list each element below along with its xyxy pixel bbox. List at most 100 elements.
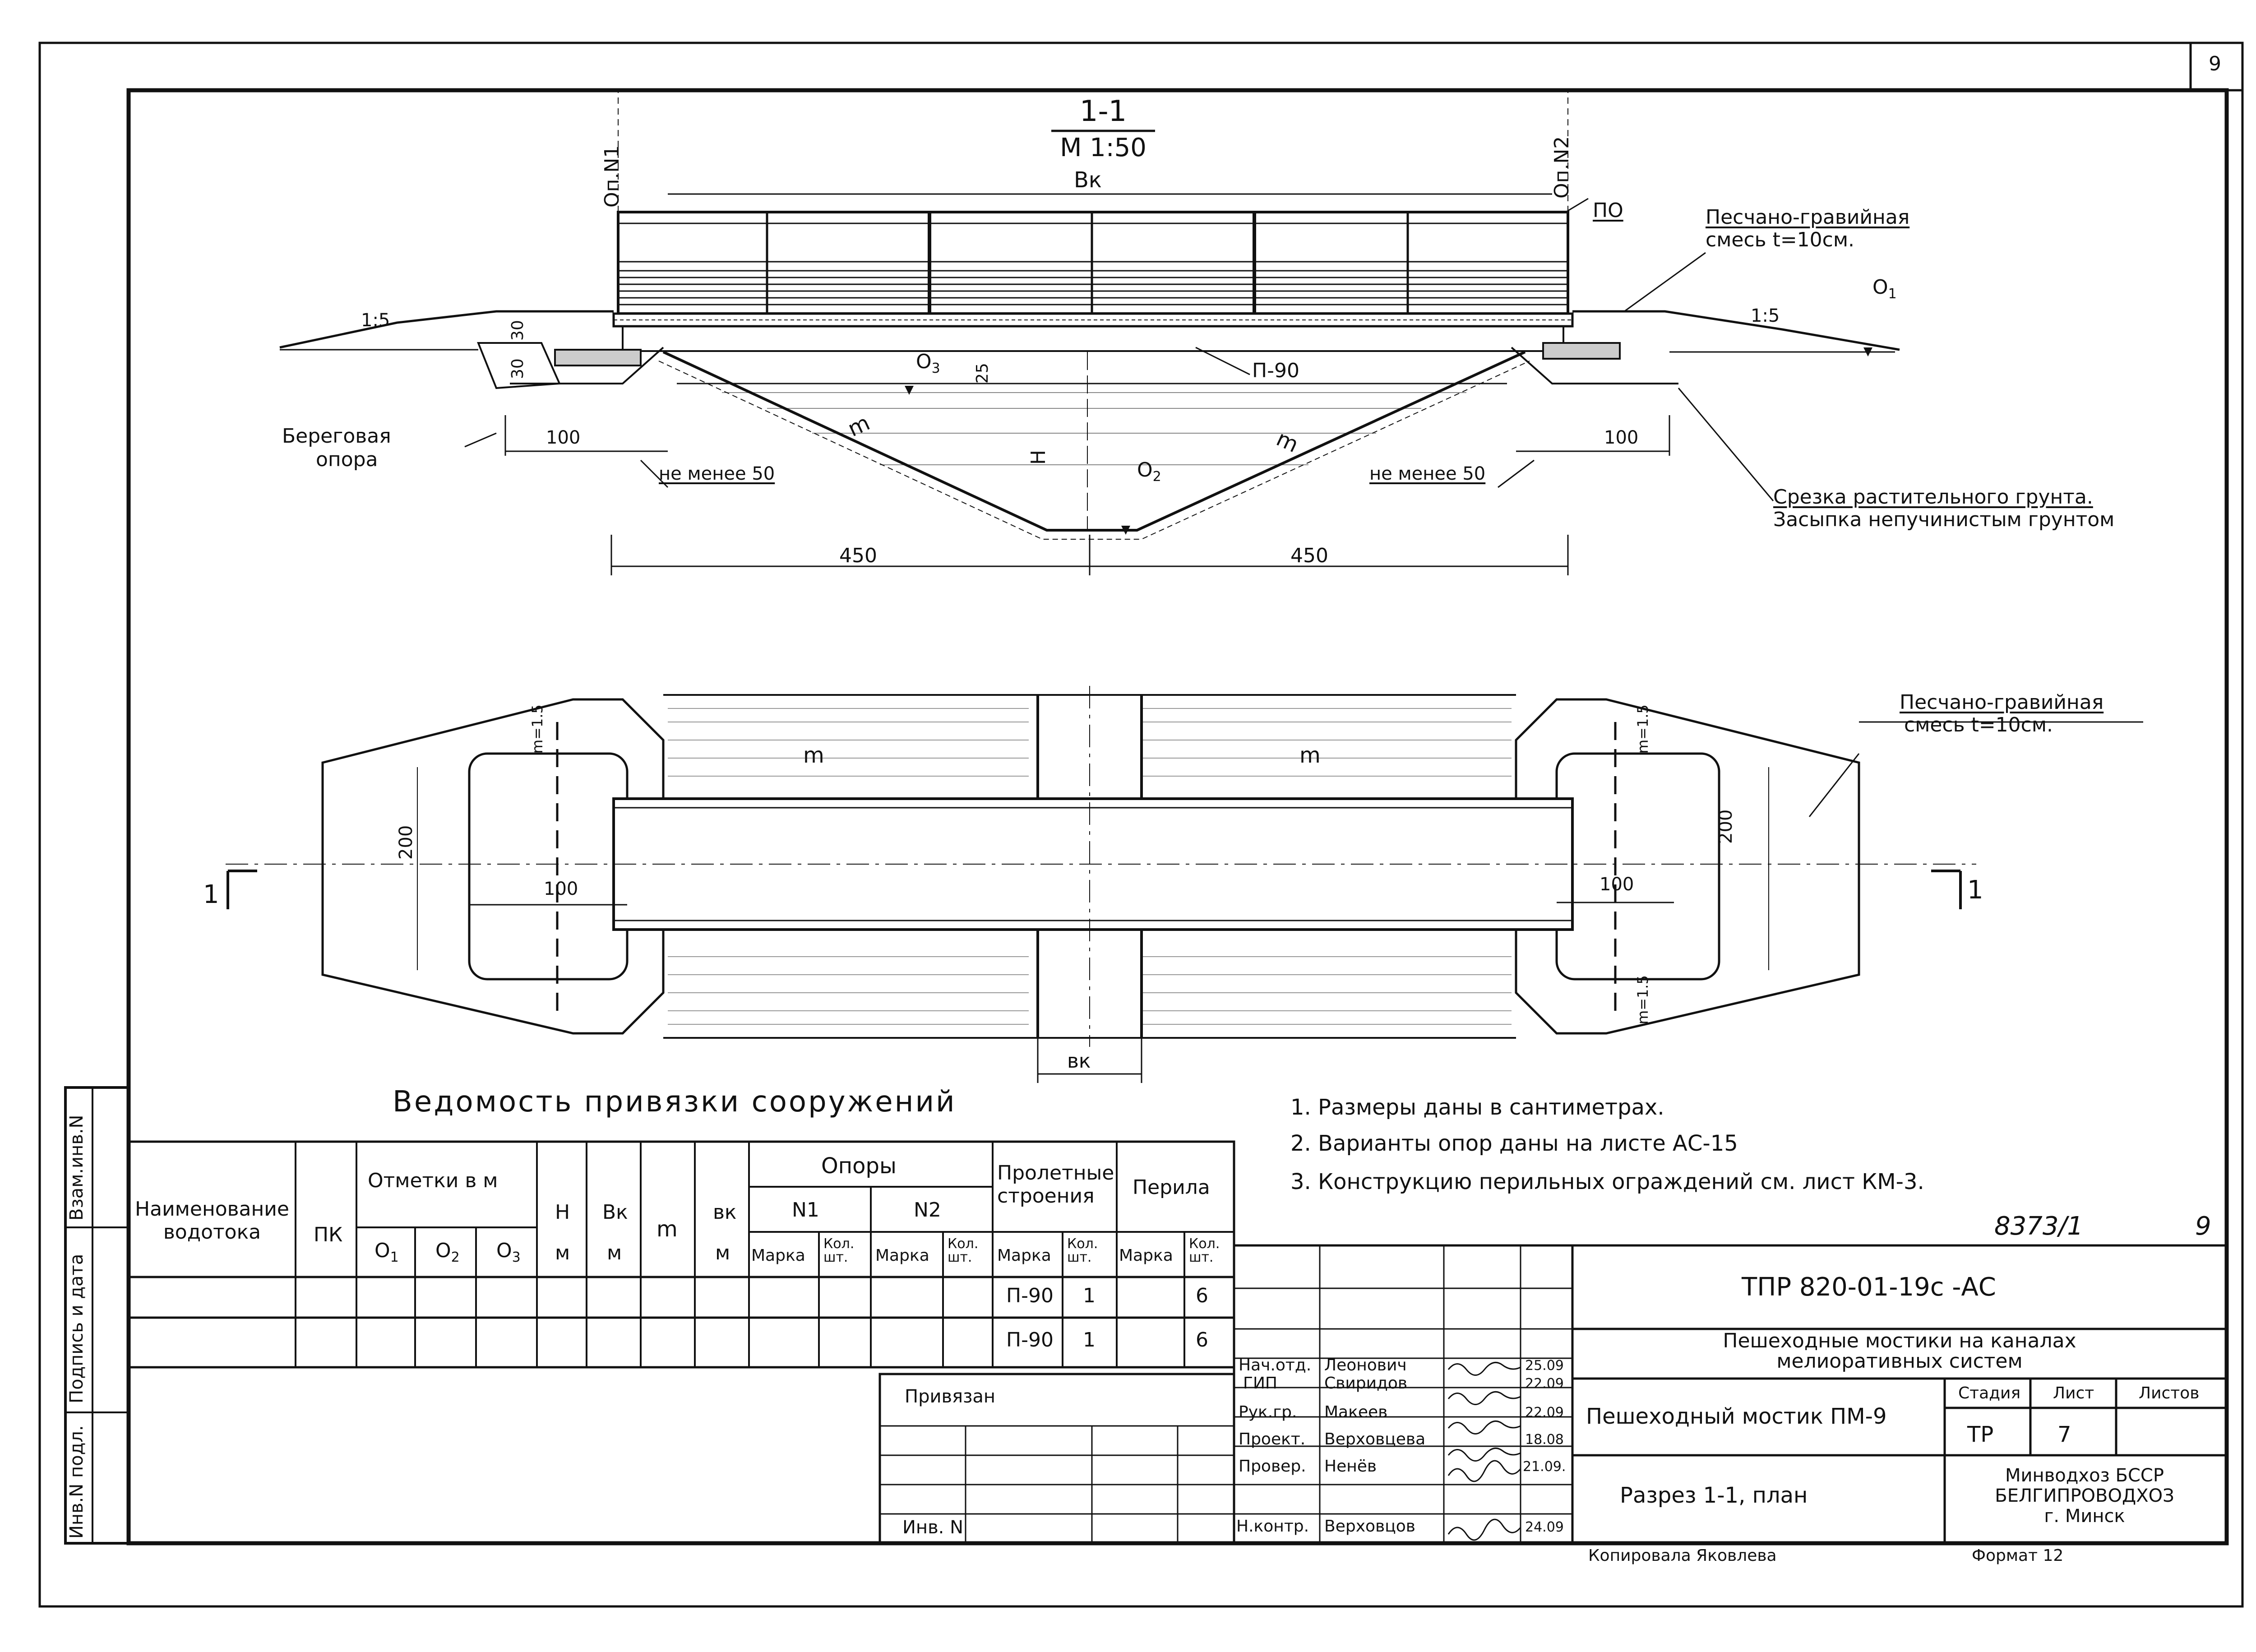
min-50-left: не менее 50 — [659, 463, 775, 484]
note-3: 3. Конструкцию перильных ограждений см. … — [1290, 1169, 1924, 1194]
plan-bk-label: вк — [1067, 1050, 1091, 1073]
sig-role-1: Нач.отд. — [1239, 1356, 1312, 1374]
sig-date-4: 18.08 — [1525, 1432, 1564, 1448]
col-n2-qty: Кол. шт. — [948, 1236, 979, 1265]
support-1-label: Оп.N1 — [601, 145, 624, 208]
row1-rail-qty: 6 — [1196, 1284, 1208, 1307]
slope-left: 1:5 — [361, 310, 390, 331]
org-2: БЕЛГИПРОВОДХОЗ — [1995, 1485, 2174, 1506]
dim-30-top: 30 — [509, 320, 527, 341]
coastal-support-1: Береговая — [282, 425, 391, 448]
page-number-box — [2189, 42, 2244, 92]
plan-m-right: m — [1299, 743, 1321, 768]
col-o3: O3 — [496, 1239, 521, 1265]
col-h-unit: м — [555, 1241, 570, 1264]
org-1: Минводхоз БССР — [2005, 1465, 2164, 1486]
row2-span-qty: 1 — [1083, 1328, 1096, 1351]
project-name-2: мелиоративных систем — [1776, 1350, 2023, 1373]
plan-m-left: m — [803, 743, 824, 768]
plan-dim-100-left: 100 — [544, 879, 578, 899]
sig-name-1: Леонович — [1324, 1356, 1407, 1374]
sig-role-2: ГИП — [1243, 1374, 1277, 1393]
min-50-right: не менее 50 — [1369, 463, 1486, 484]
col-o2: O2 — [435, 1239, 460, 1265]
format-label: Формат 12 — [1972, 1546, 2064, 1565]
plan-cut-left: 1 — [203, 880, 219, 909]
plan-sand-gravel-2: смесь t=10см. — [1904, 713, 2053, 736]
handwritten-number: 8373/1 — [1994, 1212, 2084, 1241]
col-rail-mark: Марка — [1119, 1246, 1173, 1265]
inv-label: Инв. N — [902, 1517, 963, 1538]
sig-date-5: 21.09. — [1523, 1459, 1566, 1475]
col-n1: N1 — [792, 1199, 819, 1222]
plan-dim-100-right: 100 — [1600, 874, 1634, 895]
coastal-support-2: опора — [316, 448, 378, 471]
dim-100-left: 100 — [546, 427, 581, 448]
sig-name-5: Ненёв — [1324, 1457, 1377, 1476]
row2-span-mark: П-90 — [1006, 1328, 1054, 1351]
dim-450-right: 450 — [1290, 544, 1328, 567]
sig-name-4: Верховцева — [1324, 1430, 1426, 1448]
col-marks: Отметки в м — [368, 1169, 498, 1192]
row1-span-mark: П-90 — [1006, 1284, 1054, 1307]
col-pk: ПК — [314, 1223, 343, 1246]
col-supports: Опоры — [821, 1153, 897, 1179]
bound-label: Привязан — [905, 1386, 996, 1407]
section-bk-label: Вк — [1074, 167, 1102, 193]
col-h: Н — [555, 1201, 570, 1224]
sig-date-6: 24.09 — [1525, 1519, 1564, 1535]
col-o1: O1 — [374, 1239, 399, 1265]
o3-label: O3 — [916, 350, 940, 376]
sig-date-3: 22.09 — [1525, 1405, 1564, 1421]
copied-by: Копировала Яковлева — [1588, 1546, 1777, 1565]
col-span-mark: Марка — [997, 1246, 1051, 1265]
p90-label: П-90 — [1252, 359, 1299, 382]
sig-name-3: Макеев — [1324, 1403, 1388, 1421]
stage-label: Стадия — [1958, 1384, 2021, 1402]
col-bk: Вк — [602, 1201, 628, 1224]
section-scale: М 1:50 — [1060, 133, 1146, 162]
plan-m15-left: m=1.5 — [529, 704, 546, 754]
sheet-value: 7 — [2057, 1422, 2071, 1447]
col-bk2: вк — [713, 1201, 737, 1224]
col-n2-mark: Марка — [875, 1246, 929, 1265]
doc-code: ТПР 820-01-19с -АС — [1742, 1273, 1996, 1302]
row1-span-qty: 1 — [1083, 1284, 1096, 1307]
support-2-label: Оп.N2 — [1550, 136, 1573, 199]
plan-sand-gravel-1: Песчано-гравийная — [1900, 691, 2104, 714]
col-n1-qty: Кол. шт. — [823, 1236, 855, 1265]
row2-rail-qty: 6 — [1196, 1328, 1208, 1351]
sig-role-4: Проект. — [1239, 1430, 1306, 1448]
dim-25: 25 — [973, 363, 992, 384]
sig-name-6: Верховцов — [1324, 1517, 1415, 1536]
sig-role-5: Провер. — [1239, 1457, 1306, 1476]
object-name: Пешеходный мостик ПМ-9 — [1586, 1404, 1887, 1429]
section-title: 1-1 — [1079, 95, 1127, 128]
o2-label: O2 — [1137, 458, 1161, 485]
dim-100-right: 100 — [1604, 427, 1639, 448]
col-rail-qty: Кол. шт. — [1189, 1236, 1220, 1265]
col-bk2-unit: м — [715, 1241, 730, 1264]
margin-sign-date: Подпись и дата — [66, 1254, 87, 1403]
org-3: г. Минск — [2044, 1506, 2125, 1527]
col-n1-mark: Марка — [751, 1246, 805, 1265]
sig-date-1: 25.09 — [1525, 1358, 1564, 1374]
dim-450-left: 450 — [839, 544, 877, 567]
col-spans: Пролетные строения — [997, 1161, 1114, 1208]
plan-m15-right-top: m=1.5 — [1634, 704, 1651, 754]
margin-inv-zam: Взам.инв.N — [66, 1115, 87, 1221]
col-railings: Перила — [1133, 1176, 1210, 1199]
plan-dim-200-right: 200 — [1715, 809, 1736, 844]
note-1: 1. Размеры даны в сантиметрах. — [1290, 1095, 1664, 1120]
outer-border — [38, 42, 2244, 1608]
plan-cut-right: 1 — [1967, 875, 1983, 905]
cut-note-2: Засыпка непучинистым грунтом — [1773, 508, 2115, 531]
register-title: Ведомость привязки сооружений — [393, 1085, 957, 1119]
project-name-1: Пешеходные мостики на каналах — [1723, 1329, 2076, 1352]
sig-role-3: Рук.гр. — [1239, 1403, 1297, 1421]
sheet-title: Разрез 1-1, план — [1620, 1483, 1808, 1508]
sig-name-2: Свиридов — [1324, 1374, 1408, 1393]
note-2: 2. Варианты опор даны на листе АС-15 — [1290, 1131, 1738, 1156]
o1-label: O1 — [1872, 276, 1897, 302]
